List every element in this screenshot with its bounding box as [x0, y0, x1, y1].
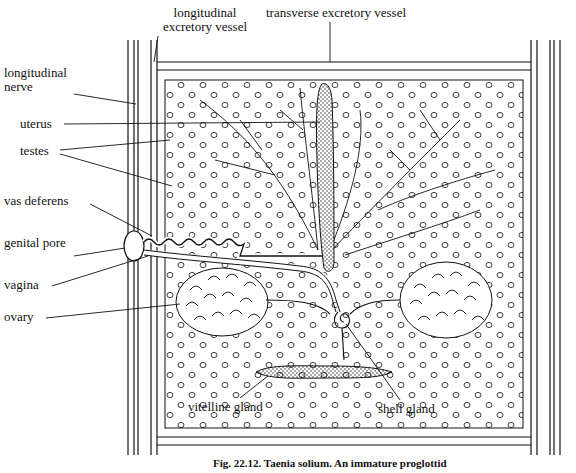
part-label: genital pore: [4, 236, 68, 250]
figure-caption: Fig. 22.12. Taenia solium. An immature p…: [213, 457, 447, 469]
vessel-label: transverse excretory vessel: [266, 6, 446, 20]
vessel-label: longitudinal excretory vessel: [150, 6, 260, 34]
part-label: vagina: [4, 278, 64, 292]
part-label: testes: [20, 144, 80, 158]
part-label: ovary: [4, 310, 64, 324]
part-label: vas deferens: [4, 194, 104, 208]
nerve-label: longitudinal nerve: [4, 66, 86, 94]
part-label: shell gland: [378, 402, 478, 416]
part-label: vitelline gland: [188, 400, 308, 414]
part-label: uterus: [20, 117, 80, 131]
